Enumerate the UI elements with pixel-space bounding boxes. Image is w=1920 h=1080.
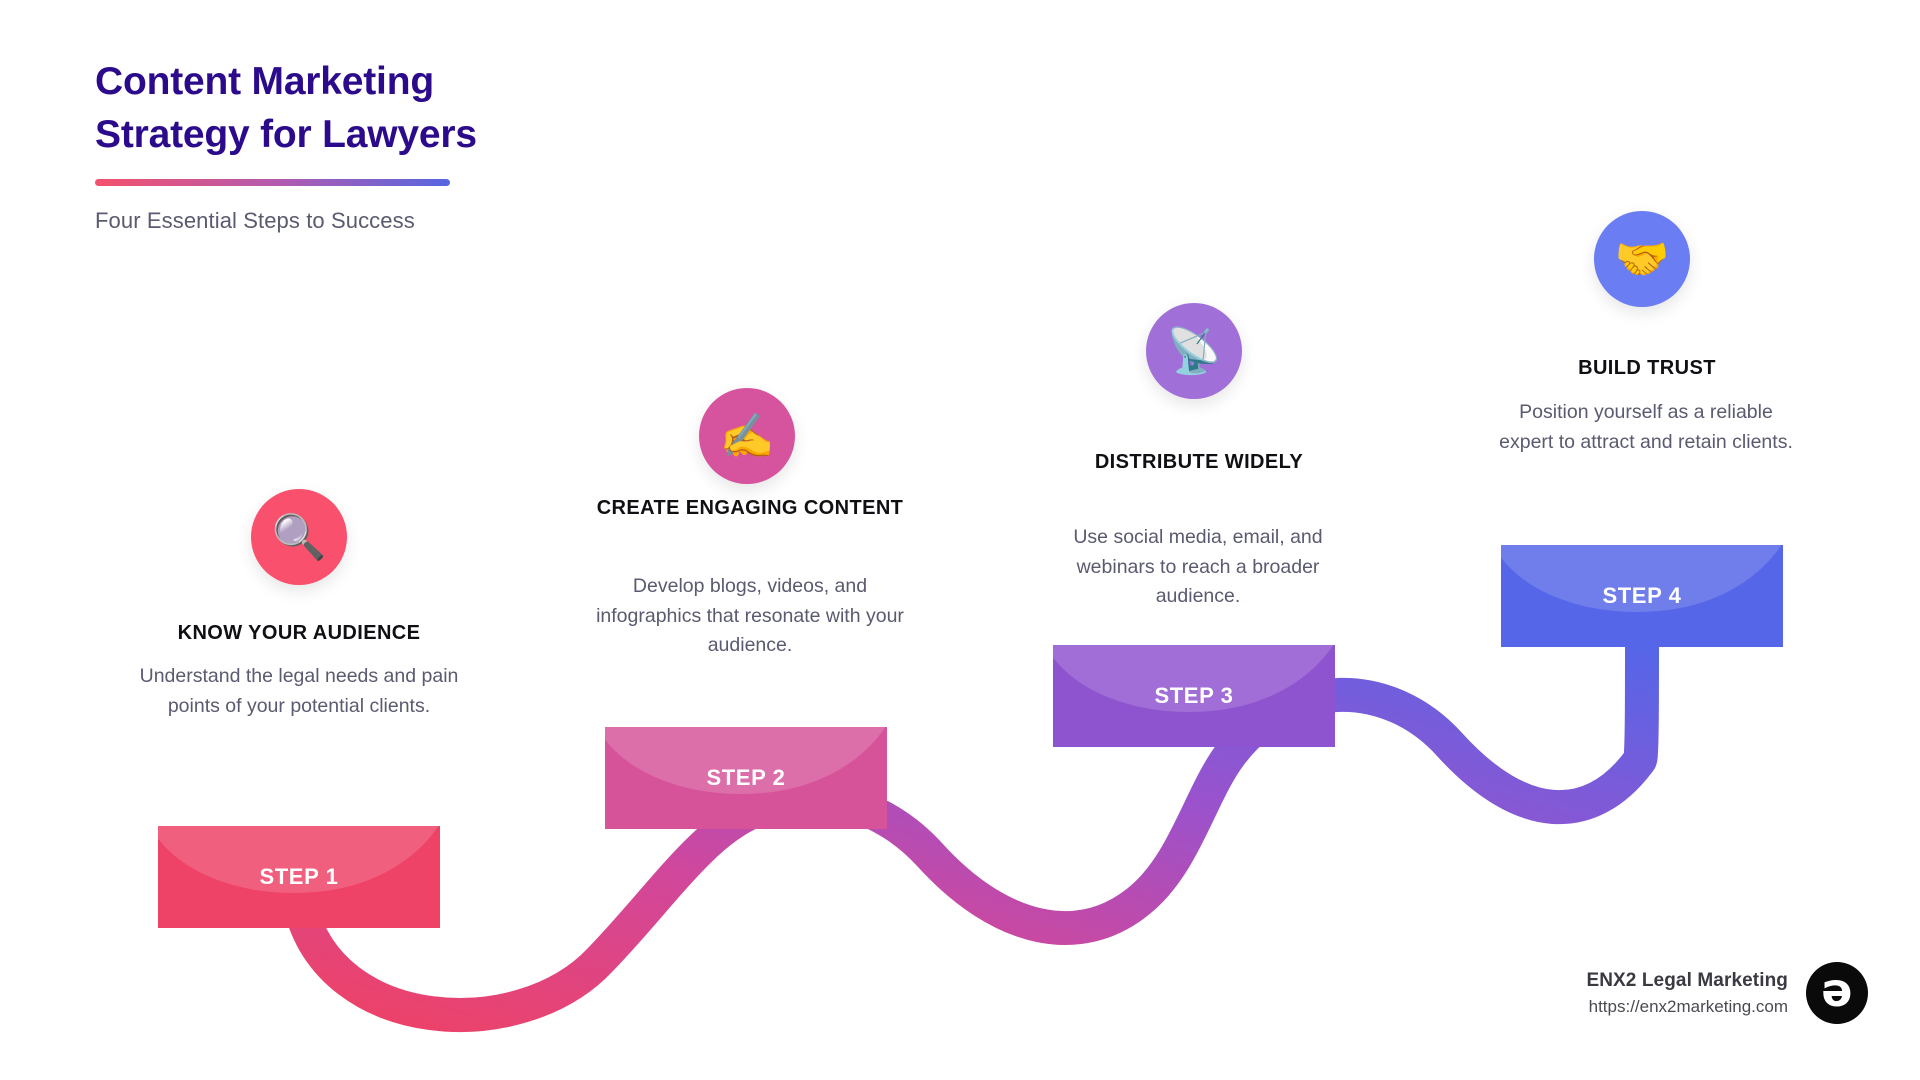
step-4-banner-label: STEP 4	[1602, 583, 1682, 608]
step-2-description: Develop blogs, videos, and infographics …	[596, 575, 904, 657]
step-1-description: Understand the legal needs and pain poin…	[139, 665, 459, 717]
satellite-antenna-icon: 📡	[1146, 303, 1242, 399]
step-3-description: Use social media, email, and webinars to…	[1073, 526, 1323, 608]
page-title: Content Marketing Strategy for Lawyers	[95, 60, 477, 157]
step-3-banner[interactable]: STEP 3	[1053, 645, 1335, 747]
step-2-heading: CREATE ENGAGING CONTENT	[596, 497, 904, 519]
page-subtitle: Four Essential Steps to Success	[95, 208, 415, 234]
step-1-banner-label: STEP 1	[259, 864, 339, 889]
step-1-banner[interactable]: STEP 1	[158, 826, 440, 928]
enx2-logo-glyph: ə	[1821, 963, 1853, 1017]
step-4-banner[interactable]: STEP 4	[1501, 545, 1783, 647]
satellite-antenna-icon-glyph: 📡	[1166, 327, 1222, 376]
writing-hand-icon: ✍️	[699, 388, 795, 484]
magnifying-glass-icon: 🔍	[251, 489, 347, 585]
step-2-banner[interactable]: STEP 2	[605, 727, 887, 829]
step-4-description: Position yourself as a reliable expert t…	[1499, 401, 1793, 453]
step-3-heading: DISTRIBUTE WIDELY	[1094, 451, 1304, 473]
enx2-logo-icon: ə	[1806, 962, 1868, 1024]
footer-text: ENX2 Legal Marketing https://enx2marketi…	[1586, 970, 1788, 1017]
writing-hand-icon-glyph: ✍️	[719, 412, 775, 461]
handshake-icon-glyph: 🤝	[1614, 235, 1670, 284]
step-3-banner-label: STEP 3	[1154, 683, 1234, 708]
step-2-banner-label: STEP 2	[706, 765, 786, 790]
footer-branding: ENX2 Legal Marketing https://enx2marketi…	[1586, 962, 1868, 1024]
brand-name: ENX2 Legal Marketing	[1586, 969, 1788, 991]
header: Content Marketing Strategy for Lawyers F…	[95, 55, 795, 234]
accent-bar	[95, 179, 450, 187]
magnifying-glass-icon-glyph: 🔍	[271, 513, 327, 562]
step-4-heading: BUILD TRUST	[1578, 357, 1716, 379]
handshake-icon: 🤝	[1594, 211, 1690, 307]
step-1-heading: KNOW YOUR AUDIENCE	[177, 622, 421, 644]
brand-url[interactable]: https://enx2marketing.com	[1588, 996, 1788, 1016]
